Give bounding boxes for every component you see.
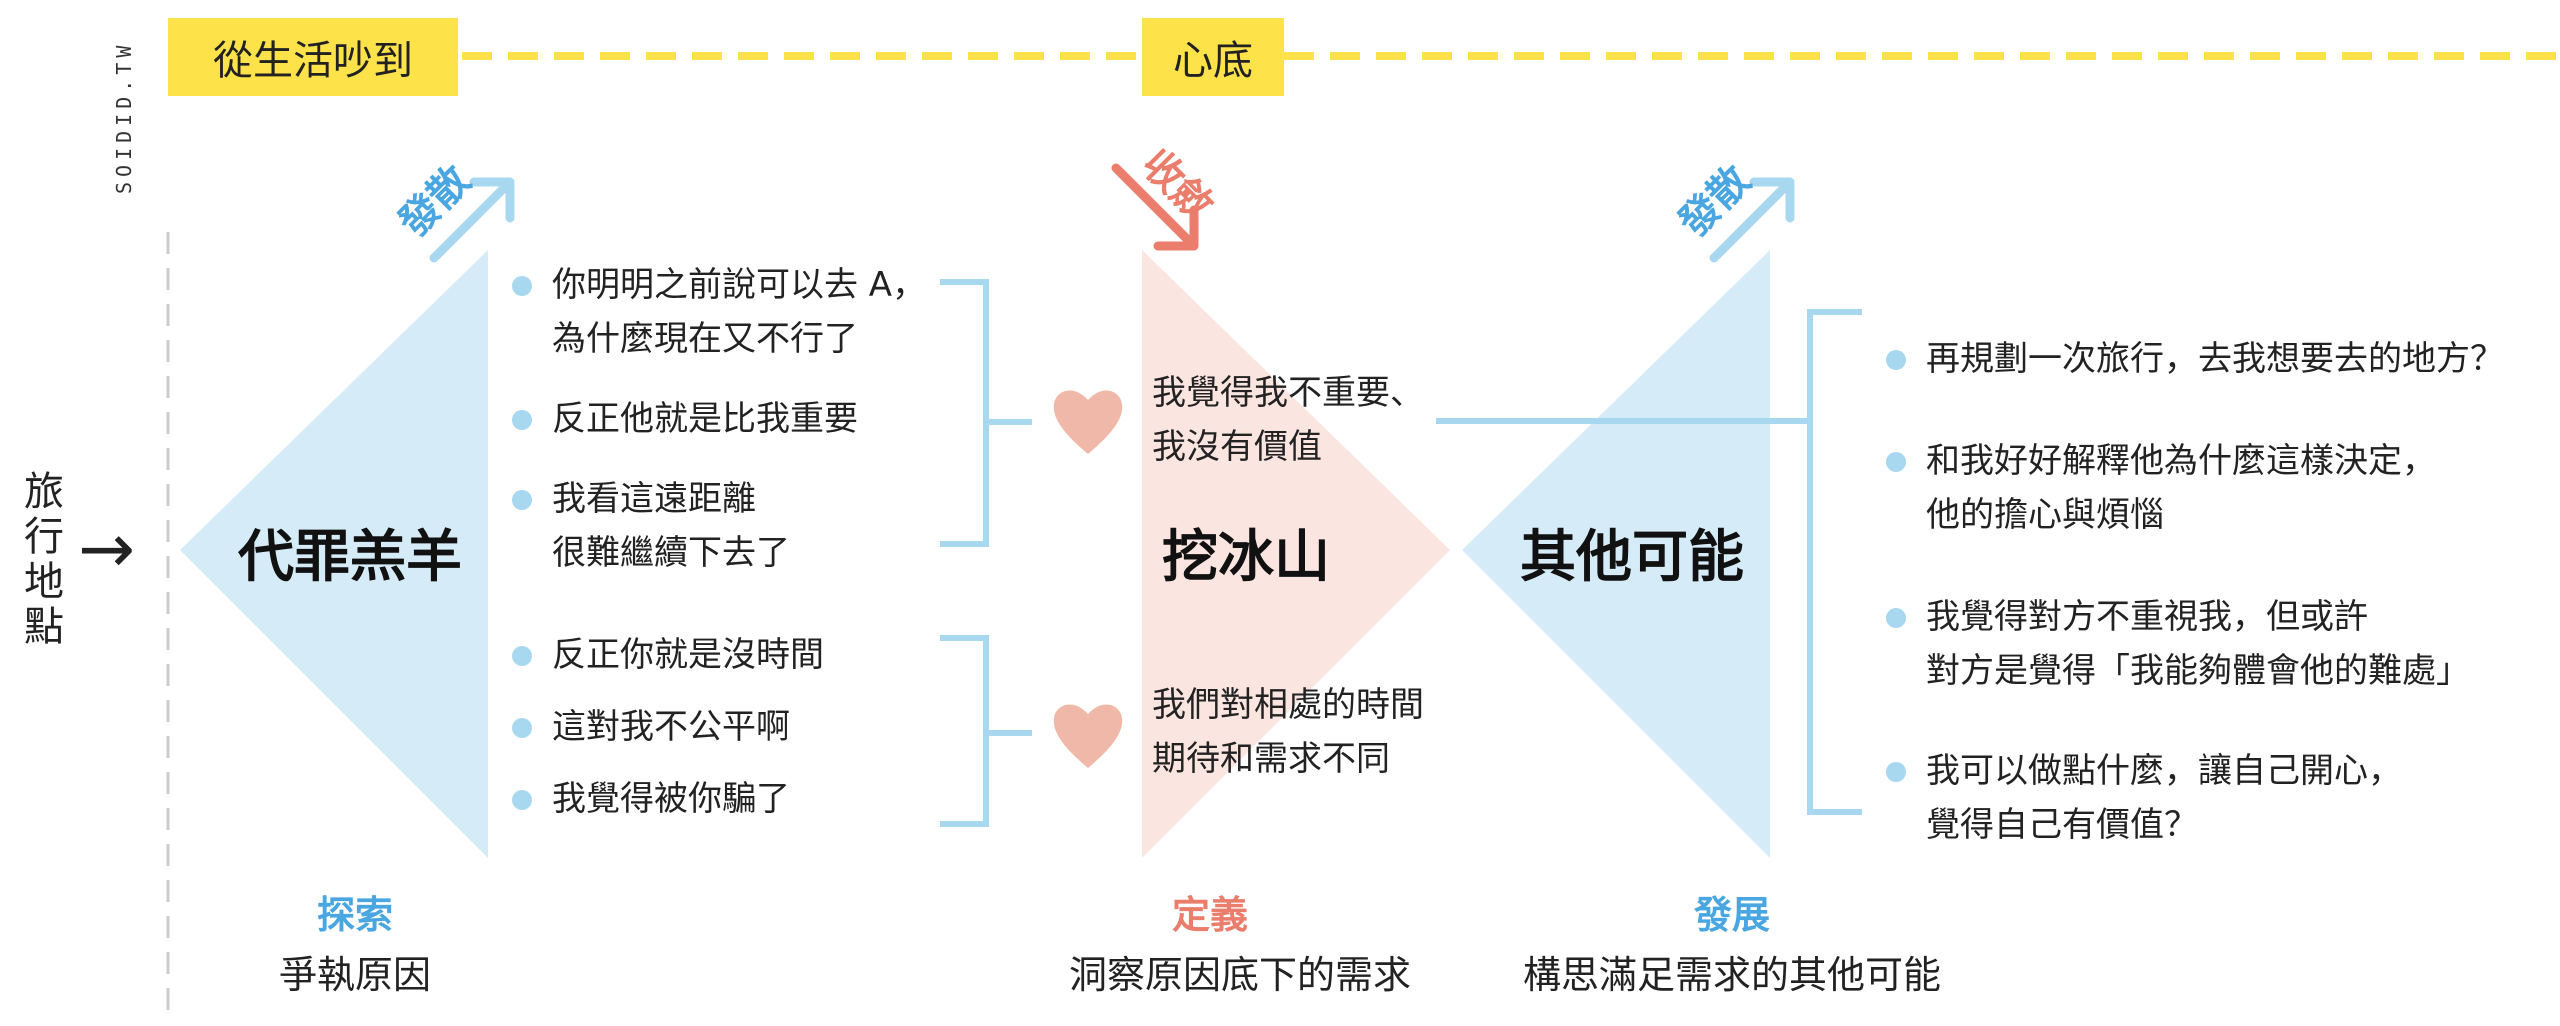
phase-title-possibilities: 其他可能 [1520,525,1744,590]
list-item: 反正他就是比我重要 [552,399,858,439]
diverge-arrow-1 [429,183,509,263]
right-arrow-icon: → [78,510,135,589]
bullet [1886,608,1906,628]
stage-define-title: 定義 [1171,893,1248,937]
converge-arrow [1111,163,1193,245]
list-item: 我覺得被你騙了 [552,779,790,819]
bullet [512,718,532,738]
heart-icon [1053,704,1123,768]
converge-arrowhead [1153,205,1199,251]
bullet [512,410,532,430]
list-item: 我看這遠距離 很難繼續下去了 [552,479,790,573]
heart-icon [1053,390,1123,454]
bracket-b [940,635,989,827]
triangle-possibilities [1462,250,1770,858]
bracket-a [940,279,989,547]
stage-explore-subtitle: 爭執原因 [278,953,431,997]
bullet [512,790,532,810]
bullet [512,276,532,296]
stage-explore-title: 探索 [316,893,393,937]
possibility-item: 和我好好解釋他為什麼這樣決定， 他的擔心與煩惱 [1926,441,2436,535]
bullet [1886,762,1906,782]
possibility-item: 再規劃一次旅行，去我想要去的地方？ [1926,339,2504,379]
bullet [1886,350,1906,370]
brand-watermark: SOIDID.TW [112,40,136,195]
list-item: 你明明之前說可以去 A， 為什麼現在又不行了 [552,265,927,359]
list-item: 這對我不公平啊 [552,707,790,747]
triangle-scapegoat [180,250,488,858]
bullet [512,646,532,666]
side-label-travel-destination: 旅行地點 [24,469,64,650]
list-item: 反正你就是沒時間 [552,635,824,675]
tag-from-life: 從生活吵到 [168,18,458,96]
diverge-arrowhead-2 [1749,177,1795,223]
phase-title-iceberg: 挖冰山 [1162,525,1330,590]
possibility-item: 我可以做點什麼，讓自己開心， 覺得自己有價值？ [1926,751,2402,845]
tag-to-heart: 心底 [1142,18,1284,96]
stage-define-subtitle: 洞察原因底下的需求 [1068,953,1411,997]
bracket-right [1807,309,1862,815]
stage-develop-subtitle: 構思滿足需求的其他可能 [1522,953,1941,997]
triangle-iceberg [1142,250,1450,858]
bullet [512,490,532,510]
need-a: 我覺得我不重要、 我沒有價值 [1152,373,1424,467]
need-b: 我們對相處的時間 期待和需求不同 [1152,685,1424,779]
stage-develop-title: 發展 [1693,893,1770,937]
possibility-item: 我覺得對方不重視我，但或許 對方是覺得「我能夠體會他的難處」 [1926,597,2470,691]
diverge-arrowhead-1 [469,177,515,223]
diverge-arrow-2 [1709,183,1789,263]
phase-title-scapegoat: 代罪羔羊 [238,525,462,590]
bullet [1886,452,1906,472]
